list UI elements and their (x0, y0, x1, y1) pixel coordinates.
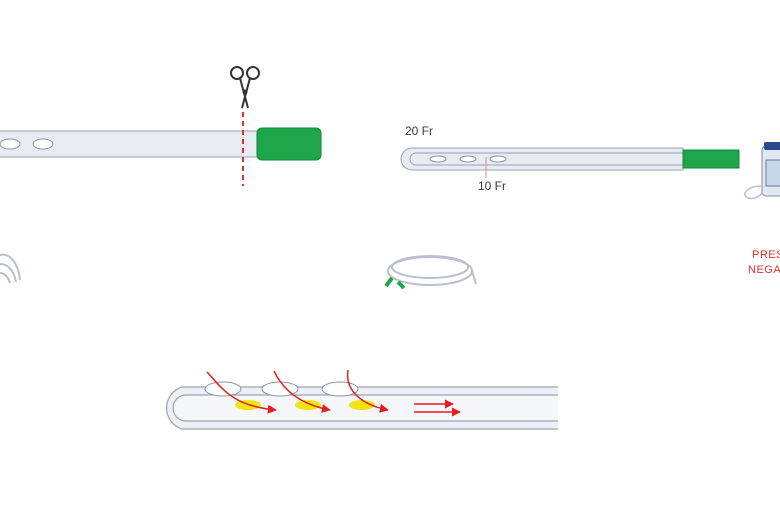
flow-arrow (273, 370, 331, 413)
double-lumen-tube (400, 147, 740, 178)
flow-arrow (346, 369, 389, 413)
trim-tube (0, 112, 322, 186)
particle (349, 400, 375, 410)
drain-hole (0, 138, 21, 150)
suction-canister-icon (744, 142, 780, 200)
drain-hole (429, 155, 447, 163)
drain-hole (459, 155, 477, 163)
scissors-icon (230, 66, 260, 109)
green-connector (682, 149, 740, 169)
pressure-label-line1: PRES (752, 249, 780, 261)
flow-arrow (206, 371, 277, 414)
tubing-coil-icon (0, 253, 21, 284)
pressure-label-line2: NEGA (748, 264, 780, 276)
drain-hole (32, 138, 54, 150)
flow-detail (166, 369, 558, 430)
inner-tube (409, 152, 683, 166)
particle (295, 400, 321, 410)
green-connector (256, 127, 322, 161)
drain-hole (489, 155, 507, 163)
drain-hole (321, 381, 359, 397)
outer-size-label: 20 Fr (405, 124, 434, 138)
inner-size-label: 10 Fr (478, 179, 507, 193)
tubing-coil-icon (384, 255, 477, 290)
